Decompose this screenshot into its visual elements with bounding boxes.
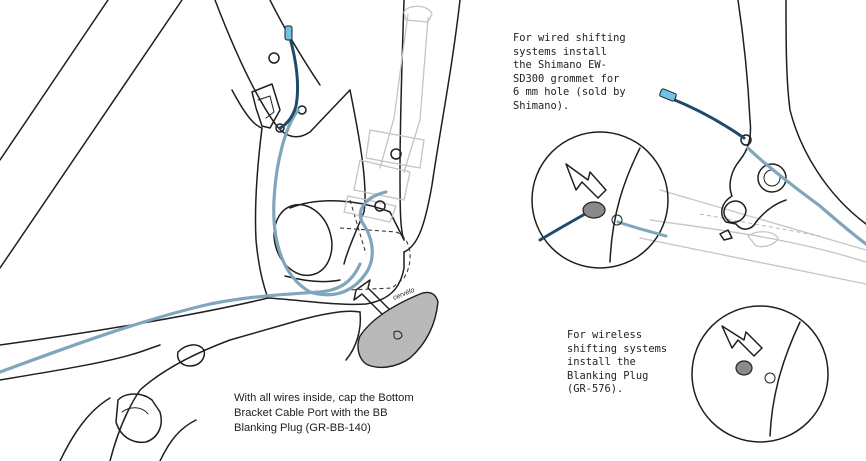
seatpost-cap xyxy=(403,5,433,23)
e-tube-connector-icon xyxy=(659,88,677,102)
seatpost-right xyxy=(403,17,429,173)
chainstay-ghost-bottom xyxy=(639,237,866,285)
detail-circle-wireless xyxy=(691,305,829,443)
di2-connector-icon xyxy=(284,25,293,41)
down-tube-lower-edge xyxy=(0,297,269,346)
seatpost-clamp xyxy=(365,129,425,169)
cable-light-dropout xyxy=(746,146,866,246)
hanger-notch xyxy=(719,229,733,241)
bottom-right-stay xyxy=(159,419,197,461)
port-hole-icon xyxy=(740,134,752,146)
shimano-grommet-icon xyxy=(582,201,606,219)
bolt-icon xyxy=(374,200,386,212)
wireless-shifting-callout: For wireless shifting systems install th… xyxy=(567,329,668,395)
detail-circle-wired xyxy=(531,131,669,269)
chainstay-end xyxy=(345,311,362,361)
dropout-drawing xyxy=(639,0,866,285)
detail-arrow-icon xyxy=(565,163,607,199)
bb-shell-bottom xyxy=(284,275,341,283)
hanger-bracket-slot xyxy=(257,95,275,119)
dropout-bottom xyxy=(115,393,162,444)
seatpost-base xyxy=(353,159,411,201)
chainstay-ghost-hidden xyxy=(699,213,821,237)
down-tube-upper-edge xyxy=(0,0,183,269)
bolt-icon xyxy=(275,123,285,133)
bb-shell-opening xyxy=(273,203,333,277)
seatpost-stem xyxy=(343,195,397,223)
chainstay-lower xyxy=(0,344,161,381)
seat-stay-upper xyxy=(269,0,321,86)
chainstay-bottom xyxy=(109,310,361,461)
dropout-ghost xyxy=(747,231,779,248)
dropout-outline xyxy=(721,159,787,230)
detail-arrow-icon xyxy=(721,325,763,357)
bolt-icon xyxy=(268,52,280,64)
bb-plug-group: cervélo xyxy=(353,279,439,369)
wired-shifting-callout: For wired shifting systems install the S… xyxy=(513,32,626,112)
bb-cable-port-callout: With all wires inside, cap the Bottom Br… xyxy=(234,392,414,434)
bb-lower-contour xyxy=(267,251,405,306)
cable-dark-di2 xyxy=(278,36,300,130)
cable-light-rise xyxy=(358,190,388,224)
chainstay-outer xyxy=(403,0,461,253)
bb-blanking-plug xyxy=(357,291,439,369)
seat-stay-top xyxy=(214,0,351,138)
detail-frame-edge-wired xyxy=(609,147,641,263)
cable-light-detail xyxy=(616,220,668,238)
bolt-icon xyxy=(390,148,402,160)
inner-triangle-top xyxy=(231,89,263,129)
wireless-detail-view xyxy=(691,305,829,443)
plug-hole xyxy=(393,330,403,340)
chainstay-ghost-top xyxy=(659,189,866,251)
inner-triangle xyxy=(254,127,269,299)
hanger-icon xyxy=(723,200,747,224)
axle-bolt-icon xyxy=(757,163,787,193)
bb-shell-body xyxy=(289,200,405,241)
top-tube xyxy=(0,0,109,161)
chainstay-ghost-mid xyxy=(649,219,866,263)
frame-drawing xyxy=(0,0,461,461)
cable-routing-left xyxy=(0,25,388,374)
blanking-plug-icon xyxy=(735,360,753,376)
bottom-left-stay xyxy=(59,397,111,461)
detail-frame-edge-wireless xyxy=(769,321,801,437)
small-boss xyxy=(176,344,206,367)
cable-dark-dropout xyxy=(668,96,746,140)
bb-port-hidden-outline xyxy=(339,227,411,291)
cable-light-upper xyxy=(272,108,374,297)
seat-tube-left xyxy=(343,89,366,265)
hanger-bracket xyxy=(251,83,281,129)
dropout-detail xyxy=(121,407,149,415)
seat-tube-right xyxy=(399,0,405,241)
seatpost-left xyxy=(379,13,409,169)
bb-port-hidden-inner xyxy=(349,199,367,255)
wired-detail-view xyxy=(531,131,669,269)
plug-port-hole xyxy=(764,372,776,384)
cable-light-main xyxy=(0,262,362,374)
grommet-hole xyxy=(611,214,623,226)
seat-stay-right xyxy=(785,0,866,225)
